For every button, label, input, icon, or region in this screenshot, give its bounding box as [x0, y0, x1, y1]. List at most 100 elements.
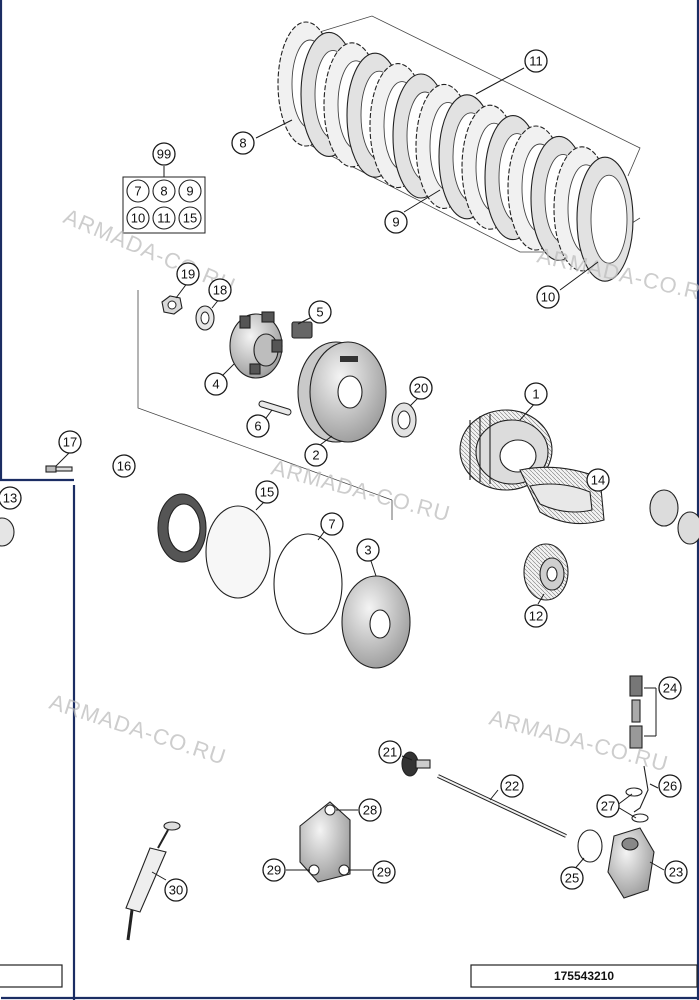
callout-circle	[409, 376, 433, 400]
callout-circle	[560, 866, 584, 890]
callout-24: 24	[658, 676, 682, 700]
callout-number: 20	[414, 381, 428, 396]
callout-30: 30	[164, 878, 188, 902]
part-o-ring-25	[577, 829, 603, 863]
left-reference-box	[0, 964, 63, 988]
callout-5: 5	[308, 300, 332, 324]
part-o-ring-7	[273, 533, 343, 635]
callout-3: 3	[356, 538, 380, 562]
callout-number: 29	[267, 863, 281, 878]
callout-number: 15	[260, 485, 274, 500]
callout-10: 10	[536, 285, 560, 309]
callout-28: 28	[358, 798, 382, 822]
kit-item-circle	[152, 179, 176, 203]
kit-item-circle	[126, 206, 150, 230]
callout-2: 2	[304, 443, 328, 467]
callout-circle	[500, 774, 524, 798]
callout-20: 20	[409, 376, 433, 400]
part-seal-washers-27	[625, 787, 649, 823]
callout-circle	[378, 740, 402, 764]
plate-bore	[590, 174, 628, 264]
callout-14: 14	[586, 468, 610, 492]
callout-27: 27	[596, 794, 620, 818]
callout-number: 19	[181, 267, 195, 282]
part-bushing-cut	[649, 489, 699, 545]
callout-number: 7	[328, 517, 335, 532]
callout-15: 15	[255, 480, 279, 504]
callout-number: 17	[63, 435, 77, 450]
callout-16: 16	[112, 454, 136, 478]
part-pin-6	[258, 400, 292, 416]
callout-circle	[164, 878, 188, 902]
callout-circle	[308, 300, 332, 324]
callout-circle	[320, 512, 344, 536]
callout-circle	[58, 430, 82, 454]
callout-number: 10	[541, 290, 555, 305]
part-bleed-valve-24	[629, 675, 657, 749]
part-nut-19	[161, 295, 183, 315]
callout-number: 99	[157, 147, 171, 162]
callout-number: 16	[117, 459, 131, 474]
callout-number: 21	[383, 745, 397, 760]
callout-circle	[524, 382, 548, 406]
callout-number: 28	[363, 803, 377, 818]
callout-number: 14	[591, 473, 605, 488]
callout-12: 12	[524, 604, 548, 628]
callout-circle	[246, 414, 270, 438]
callout-number: 1	[532, 387, 539, 402]
callout-23: 23	[664, 860, 688, 884]
callout-number: 25	[565, 871, 579, 886]
callout-circle	[262, 858, 286, 882]
callout-9: 9	[384, 210, 408, 234]
kit-item-label: 15	[183, 211, 197, 226]
drawing-number-box: 175543210	[470, 964, 698, 988]
callout-number: 8	[239, 136, 246, 151]
part-piston-21	[401, 751, 431, 777]
drawing-number: 175543210	[554, 969, 614, 983]
callout-circle	[208, 278, 232, 302]
kit-item-label: 7	[134, 184, 141, 199]
callout-25: 25	[560, 866, 584, 890]
callout-13: 13	[0, 486, 22, 510]
callout-circle	[255, 480, 279, 504]
part-washer-20	[391, 402, 417, 438]
callout-circle	[384, 210, 408, 234]
callout-circle	[536, 285, 560, 309]
callout-circle	[204, 372, 228, 396]
callout-circle	[664, 860, 688, 884]
callout-21: 21	[378, 740, 402, 764]
callout-circle	[0, 486, 22, 510]
callout-4: 4	[204, 372, 228, 396]
callout-number: 3	[364, 543, 371, 558]
callout-number: 12	[529, 609, 543, 624]
clutch-plate-stack	[277, 15, 641, 282]
callout-number: 9	[392, 215, 399, 230]
callout-circle	[658, 676, 682, 700]
callout-number: 4	[212, 377, 219, 392]
callout-number: 13	[3, 491, 17, 506]
kit-item-label: 8	[160, 184, 167, 199]
kit-item-label: 10	[131, 211, 145, 226]
callout-1: 1	[524, 382, 548, 406]
callout-number: 18	[213, 283, 227, 298]
callout-29b: 29	[372, 860, 396, 884]
part-clutch-basket-2	[297, 341, 387, 443]
callout-number: 23	[669, 865, 683, 880]
part-bolt-17	[45, 465, 73, 473]
part-disc-15	[205, 505, 271, 599]
kit-item-circle	[178, 179, 202, 203]
callout-circle	[304, 443, 328, 467]
part-push-rod-22	[437, 774, 567, 838]
callout-circle	[231, 131, 255, 155]
kit-item-label: 11	[157, 211, 171, 226]
callout-circle	[372, 860, 396, 884]
callout-6: 6	[246, 414, 270, 438]
callout-11: 11	[524, 49, 548, 73]
callout-circle	[112, 454, 136, 478]
callout-circle	[152, 142, 176, 166]
part-inner-hub-4	[229, 311, 283, 379]
callout-number: 22	[505, 779, 519, 794]
part-13-cut	[0, 517, 15, 547]
